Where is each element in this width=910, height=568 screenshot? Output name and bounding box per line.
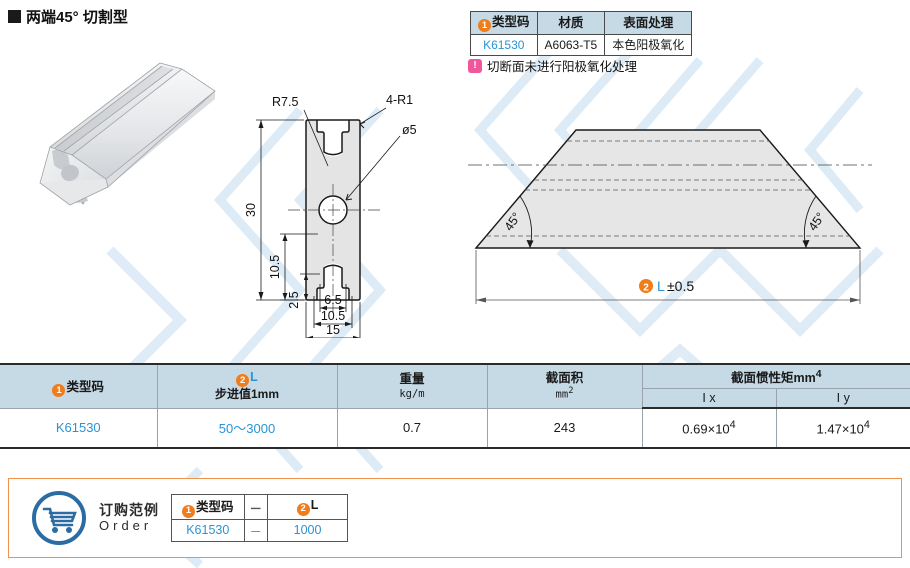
order-value-type-code: K61530 [171, 518, 245, 542]
badge-2: 2 [236, 374, 250, 388]
title-square-bullet [8, 10, 21, 23]
badge-2: 2 [296, 502, 310, 516]
label-65: 6.5 [324, 293, 341, 307]
material-value-surface: 本色阳极氧化 [604, 34, 693, 57]
material-header-surface: 表面处理 [604, 10, 693, 36]
spec-header-inertia: 截面惯性矩mm4 [641, 363, 910, 389]
page-title: 两端45° 切割型 [8, 6, 128, 27]
order-value-dash: － [243, 518, 269, 542]
label-dia5: ø5 [402, 123, 417, 137]
spec-value-iy: 1.47×104 [775, 408, 910, 449]
material-value-type-code: K61530 [470, 34, 538, 57]
length-dimension-label: 2 L ±0.5 [639, 278, 694, 294]
badge-2-text: 2 [643, 283, 649, 294]
spec-header-area: 截面积 mm2 [486, 363, 643, 409]
label-height-30: 30 [244, 203, 258, 217]
anodize-note: ! 切断面未进行阳极氧化处理 [468, 56, 637, 75]
spec-value-length: 50～3000 [156, 408, 338, 449]
spec-value-area: 243 [486, 408, 643, 449]
label-r75: R7.5 [272, 95, 298, 109]
product-photo [39, 62, 216, 206]
spec-value-row: K61530 50～3000 0.7 243 0.69×104 1.47×104 [0, 408, 910, 449]
label-4r1: 4-R1 [386, 93, 413, 107]
spec-value-type-code: K61530 [0, 408, 158, 449]
page-title-text: 两端45° 切割型 [26, 9, 128, 26]
cross-section-drawing: R7.5 4-R1 ø5 30 10.5 [244, 93, 417, 338]
spec-value-ix: 0.69×104 [641, 408, 777, 449]
length-tolerance: ±0.5 [667, 278, 694, 294]
material-header-material: 材质 [536, 10, 606, 36]
spec-header-weight: 重量 kg/m [336, 363, 488, 409]
length-L-letter: L [657, 278, 665, 294]
shopping-cart-icon [32, 491, 86, 545]
order-value-length: 1000 [267, 518, 349, 542]
label-105-vertical: 10.5 [268, 255, 282, 279]
spec-header-iy: I y [775, 388, 910, 409]
material-table-row: K61530 A6063-T5 本色阳极氧化 [470, 34, 693, 57]
badge-1: 1 [52, 383, 66, 397]
label-25: 2.5 [287, 291, 301, 308]
label-width-15: 15 [326, 323, 340, 337]
badge-1: 1 [478, 19, 491, 33]
order-header-dash: － [243, 494, 269, 520]
order-label-cn: 订购范例 [99, 502, 159, 519]
badge-1: 1 [182, 504, 195, 518]
label-105-horizontal: 10.5 [321, 309, 345, 323]
order-value-row: K61530 － 1000 [171, 518, 349, 542]
material-value-material: A6063-T5 [536, 34, 606, 57]
exclamation-icon: ! [468, 58, 482, 73]
spec-value-weight: 0.7 [336, 408, 488, 449]
order-label-en: Order [99, 517, 153, 533]
anodize-note-text: 切断面未进行阳极氧化处理 [487, 60, 638, 74]
spec-header-ix: I x [642, 388, 777, 409]
angle-cut-drawing: 45° 45° 2 L ±0.5 [468, 129, 872, 304]
